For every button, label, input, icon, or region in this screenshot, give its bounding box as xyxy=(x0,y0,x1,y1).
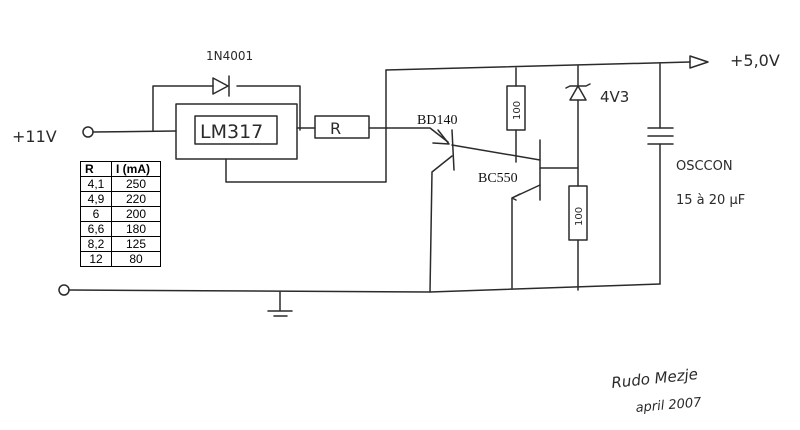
table-cell-r: 4,9 xyxy=(80,191,112,207)
wire-output-rail xyxy=(385,61,691,71)
table-cell-i: 220 xyxy=(111,191,161,207)
input-voltage-label: +11V xyxy=(12,127,57,146)
bypass-diode xyxy=(152,75,301,132)
table-cell-i: 180 xyxy=(111,221,161,237)
table-header-i: I (mA) xyxy=(111,161,161,177)
table-cell-r: 4,1 xyxy=(80,176,112,192)
table-cell-i: 125 xyxy=(111,236,161,252)
zener-label: 4V3 xyxy=(600,88,629,106)
table-cell-i: 80 xyxy=(111,251,161,267)
table-cell-i: 200 xyxy=(111,206,161,222)
table-cell-r: 6,6 xyxy=(80,221,112,237)
capacitor-name-label: OSCCON xyxy=(676,159,733,174)
table-cell-r: 6 xyxy=(80,206,112,222)
date-label: april 2007 xyxy=(635,395,703,416)
lm317-regulator xyxy=(175,103,298,160)
table-cell-r: 12 xyxy=(80,251,112,267)
signature: Rudo Mezje xyxy=(611,365,699,392)
output-capacitor xyxy=(647,63,674,285)
wire-adjust xyxy=(225,69,387,183)
series-resistor xyxy=(314,115,370,139)
diode-label: 1N4001 xyxy=(206,49,253,63)
capacitor-value-label: 15 à 20 µF xyxy=(676,193,745,208)
output-voltage-label: +5,0V xyxy=(730,51,780,70)
resistor-label: R xyxy=(330,119,341,138)
bc550-label: BC550 xyxy=(478,171,518,186)
ground-rail xyxy=(58,283,661,317)
bd140-transistor xyxy=(386,127,541,293)
regulator-label: LM317 xyxy=(200,121,263,143)
zener-diode xyxy=(565,65,591,187)
output-arrow-icon xyxy=(689,55,709,69)
table-cell-r: 8,2 xyxy=(80,236,112,252)
table-header-r: R xyxy=(80,161,112,177)
resistor-top-value: 100 xyxy=(512,101,523,120)
table-header-row: R I (mA) xyxy=(80,161,161,177)
resistor-top xyxy=(506,67,526,163)
input-terminal xyxy=(82,126,177,138)
resistor-bottom-value: 100 xyxy=(574,207,585,226)
table-cell-i: 250 xyxy=(111,176,161,192)
bc550-transistor xyxy=(511,139,579,289)
resistor-bottom xyxy=(568,185,588,291)
bd140-label: BD140 xyxy=(417,113,457,128)
